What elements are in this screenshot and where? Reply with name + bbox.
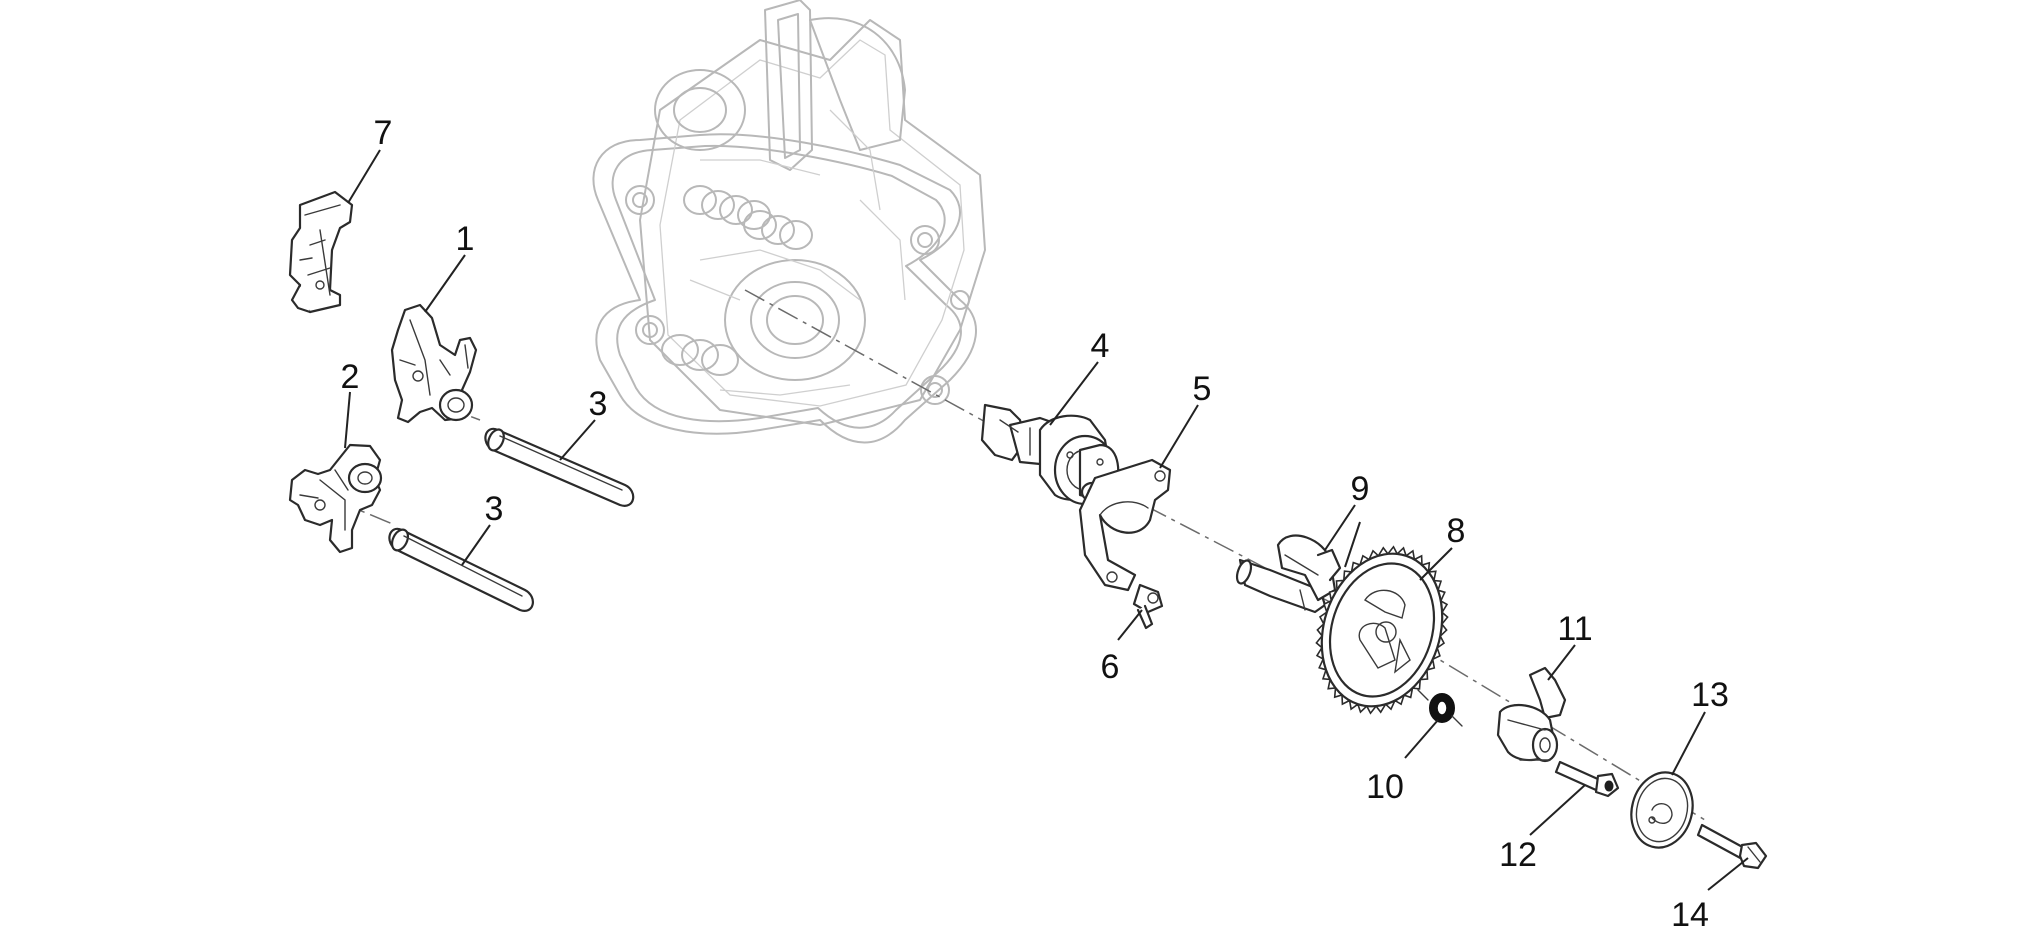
leader-14 — [1707, 857, 1749, 891]
leader-13 — [1671, 711, 1706, 776]
callout-12: 12 — [1499, 836, 1537, 874]
part-8-cam-sprocket — [1315, 545, 1449, 715]
part-2-rocker-arm — [288, 443, 383, 554]
callout-7: 7 — [374, 114, 393, 152]
part-11-decompressor-weight — [1496, 666, 1567, 763]
callout-3-upper: 3 — [589, 385, 608, 423]
callout-9: 9 — [1351, 470, 1370, 508]
part-9-decompressor-lever — [1235, 534, 1342, 614]
leader-8b — [1419, 547, 1453, 581]
leader-2 — [344, 391, 351, 449]
leader-4 — [1049, 361, 1099, 426]
callout-14: 14 — [1671, 896, 1709, 932]
leader-3b — [461, 524, 491, 566]
part-3-rocker-shaft-lower — [388, 527, 534, 612]
callout-labels: 7 1 2 3 3 4 5 6 8 9 10 11 12 13 14 — [341, 114, 1729, 932]
leader-11 — [1547, 644, 1576, 681]
leader-6 — [1117, 609, 1143, 641]
callout-4: 4 — [1091, 327, 1110, 365]
part-10-spring — [1417, 689, 1463, 727]
leader-9 — [1324, 504, 1356, 551]
callout-3-lower: 3 — [485, 490, 504, 528]
callout-6: 6 — [1101, 648, 1120, 686]
callout-10: 10 — [1366, 768, 1404, 806]
part-5-plate — [1078, 458, 1172, 592]
part-3-rocker-shaft-upper — [484, 427, 635, 507]
cylinder-head-ghost — [592, 0, 986, 444]
callout-11: 11 — [1557, 610, 1592, 648]
callout-8: 8 — [1447, 512, 1466, 550]
part-14-bolt — [1696, 823, 1768, 870]
callout-5: 5 — [1193, 370, 1212, 408]
callout-1: 1 — [456, 220, 475, 258]
leader-1 — [424, 254, 466, 313]
part-13-washer — [1630, 771, 1694, 849]
leader-lines — [344, 149, 1749, 891]
leader-3a — [559, 419, 596, 461]
part-1-rocker-arm — [390, 303, 478, 424]
leader-10 — [1404, 719, 1439, 759]
leader-5 — [1159, 404, 1199, 469]
callout-2: 2 — [341, 358, 360, 396]
part-6-bolt — [1132, 583, 1164, 630]
leader-7 — [347, 149, 381, 204]
leader-8 — [1344, 521, 1361, 568]
leader-12 — [1529, 784, 1586, 836]
callout-13: 13 — [1691, 676, 1729, 714]
part-12-screw — [1554, 760, 1620, 798]
centerlines — [334, 289, 1706, 821]
part-7-rocker-bracket — [288, 190, 354, 314]
